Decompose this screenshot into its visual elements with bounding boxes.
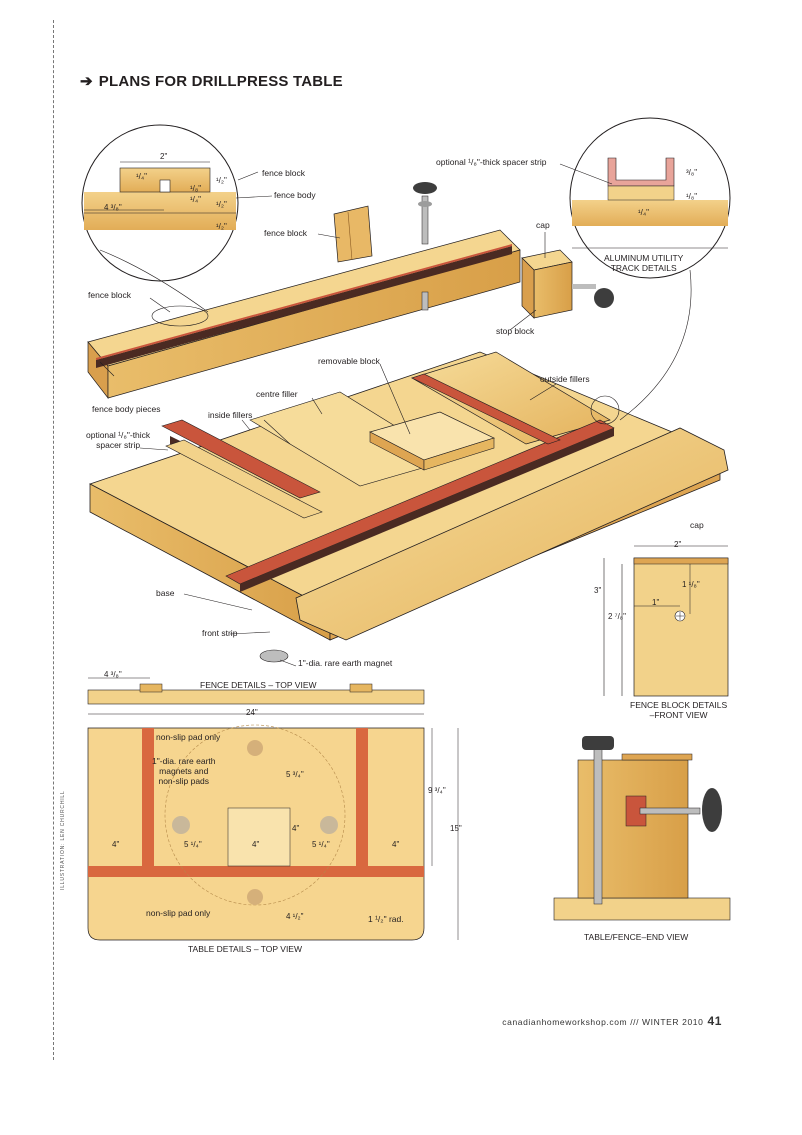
label-centre-filler: centre filler [256, 389, 298, 399]
label-fence-block: fence block [88, 290, 131, 300]
dim: ¹/₄" [190, 195, 201, 204]
dim: 1 ¹/₈" [682, 580, 700, 589]
caption-fence-top-view: FENCE DETAILS – TOP VIEW [200, 680, 317, 690]
footer-site: canadianhomeworkshop.com /// WINTER 2010 [502, 1017, 704, 1027]
dim: 5 ³/₄" [286, 770, 304, 779]
dim: 2 ⁷/₈" [608, 612, 626, 621]
table-top-view [87, 724, 459, 941]
dim: ³/₈" [686, 168, 698, 177]
fence-assembly [87, 182, 521, 400]
dim: 3" [594, 586, 602, 595]
fence-block-front-view [603, 545, 729, 697]
caption-fence-block-details: FENCE BLOCK DETAILS–FRONT VIEW [630, 700, 728, 720]
dim: 1" [652, 598, 660, 607]
label-optional-spacer-strip: optional ¹/₈"-thick spacer strip [436, 157, 547, 167]
dim: 2" [674, 540, 682, 549]
illustration-credit: ILLUSTRATION: LEN CHURCHILL [60, 790, 66, 890]
dim: ¹/₄" [136, 172, 147, 181]
caption-end-view: TABLE/FENCE–END VIEW [584, 932, 689, 942]
label-stop-block: stop block [496, 326, 535, 336]
label-inside-fillers: inside fillers [208, 410, 253, 420]
label-removable-block: removable block [318, 356, 380, 366]
label-fence-cap: cap [690, 520, 704, 530]
dim: ¹/₂" [216, 222, 227, 231]
dim: 4 ³/₈" [104, 670, 122, 679]
dim: 24" [246, 708, 258, 717]
label-fence-block: fence block [262, 168, 305, 178]
dim: ¹/₂" [216, 200, 227, 209]
dim: ¹/₂" [216, 176, 227, 185]
caption-table-top-view: TABLE DETAILS – TOP VIEW [188, 944, 303, 954]
label-cap: cap [536, 220, 550, 230]
dim: 5 ¹/₄" [184, 840, 202, 849]
fence-block-detail-circle [81, 124, 239, 282]
label-front-strip: front strip [202, 628, 238, 638]
dim: 4 ¹/₂" [286, 912, 304, 921]
dim: 9 ³/₄" [428, 786, 446, 795]
dim: 15" [450, 824, 462, 833]
fence-top-view [87, 677, 425, 715]
label-base: base [156, 588, 175, 598]
label-radius: 1 ¹/₂" rad. [368, 914, 404, 924]
dim: ¹/₈" [190, 184, 202, 193]
table-assembly [88, 351, 729, 663]
page-title: ➔PLANS FOR DRILLPRESS TABLE [80, 73, 343, 90]
dim: 4" [112, 840, 120, 849]
label-outside-fillers: outside fillers [540, 374, 590, 384]
label-non-slip-pad: non-slip pad only [156, 732, 221, 742]
dim: 4 ³/₈" [104, 203, 122, 212]
end-view [553, 736, 731, 921]
label-fence-block: fence block [264, 228, 307, 238]
dim: 4" [292, 824, 300, 833]
dim: ¹/₄" [638, 208, 649, 217]
cut-line [53, 20, 54, 1060]
label-fence-body-pieces: fence body pieces [92, 404, 161, 414]
dim: ¹/₈" [686, 192, 698, 201]
label-non-slip-pad: non-slip pad only [146, 908, 211, 918]
arrow-icon: ➔ [80, 73, 93, 90]
dim: 2" [160, 152, 168, 161]
dim: 5 ¹/₄" [312, 840, 330, 849]
label-magnet: 1"-dia. rare earth magnet [298, 658, 393, 668]
aluminum-track-detail-circle [569, 117, 731, 279]
dim: 4" [392, 840, 400, 849]
page-footer: canadianhomeworkshop.com /// WINTER 2010… [502, 1014, 722, 1028]
label-fence-body: fence body [274, 190, 316, 200]
stop-block [521, 249, 614, 319]
page-number: 41 [707, 1014, 722, 1028]
leader-lines [99, 163, 692, 667]
dim: 4" [252, 840, 260, 849]
